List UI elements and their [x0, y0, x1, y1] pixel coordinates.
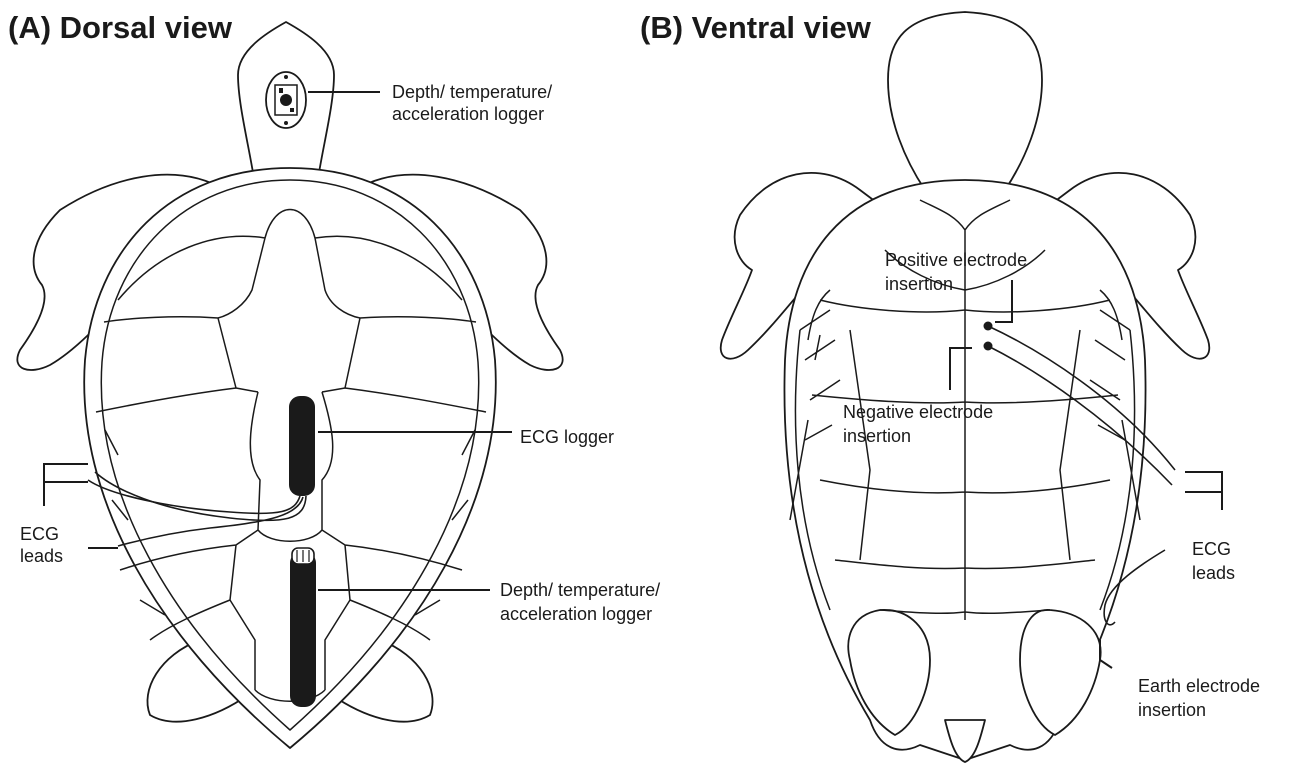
label-ecg-logger: ECG logger: [520, 427, 614, 447]
ventral-panel: (B) Ventral view Positive electrod: [640, 10, 1265, 762]
ventral-title: (B) Ventral view: [640, 10, 872, 45]
label-head-logger: Depth/ temperature/ acceleration logger: [392, 82, 557, 124]
label-ecg-leads-dorsal: ECG leads: [20, 524, 64, 566]
label-shell-logger: Depth/ temperature/ acceleration logger: [500, 580, 665, 624]
ventral-head: [888, 12, 1042, 190]
head-logger-device: [266, 72, 306, 128]
dorsal-panel: (A) Dorsal view: [8, 10, 665, 748]
label-earth-electrode: Earth electrode insertion: [1138, 676, 1265, 720]
label-ecg-leads-ventral: ECG leads: [1192, 539, 1236, 583]
shell-logger-device: [290, 552, 316, 707]
dorsal-title: (A) Dorsal view: [8, 10, 233, 45]
ecg-logger-device: [289, 396, 315, 496]
leader-ecg-leads-ventral: [1185, 472, 1222, 510]
leader-earth-electrode: [1100, 640, 1112, 668]
